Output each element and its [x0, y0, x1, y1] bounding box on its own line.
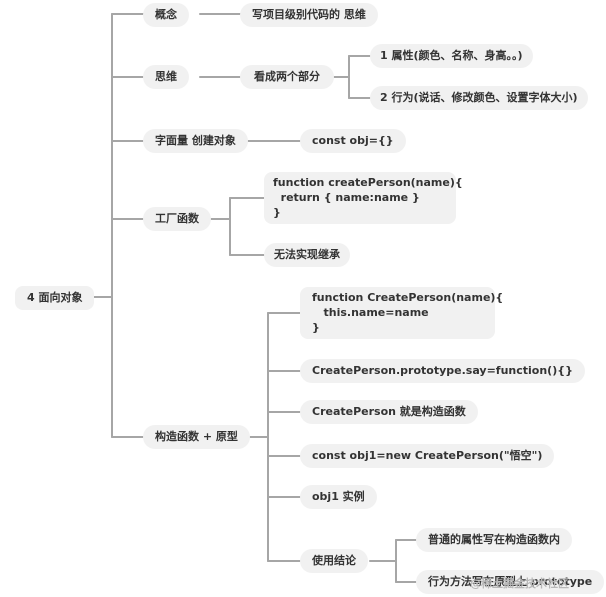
- attributes-node[interactable]: 1 属性(颜色、名称、身高。。): [370, 44, 533, 68]
- prototype-method-node[interactable]: CreatePerson.prototype.say=function(){}: [300, 359, 585, 383]
- conclusion-methods-node[interactable]: 行为方法写在原型上 prototype: [416, 570, 605, 594]
- ctor-node[interactable]: 构造函数 + 原型: [143, 425, 250, 449]
- watermark-text: @稀土掘金技术社区: [470, 577, 569, 590]
- conclusion-node[interactable]: 使用结论: [300, 549, 368, 573]
- literal-node[interactable]: 字面量 创建对象: [143, 129, 248, 153]
- conclusion-properties-node[interactable]: 普通的属性写在构造函数内: [416, 528, 572, 552]
- thinking-node[interactable]: 思维: [143, 65, 189, 89]
- factory-code-node[interactable]: function createPerson(name){ return { na…: [264, 172, 463, 224]
- literal-code-node[interactable]: const obj={}: [300, 129, 406, 153]
- behaviors-node[interactable]: 2 行为(说话、修改颜色、设置字体大小): [370, 86, 588, 110]
- new-instance-node[interactable]: const obj1=new CreatePerson("悟空"): [300, 444, 555, 468]
- is-constructor-node[interactable]: CreatePerson 就是构造函数: [300, 400, 478, 424]
- factory-node[interactable]: 工厂函数: [143, 207, 211, 231]
- concept-node[interactable]: 概念: [143, 3, 189, 27]
- concept-desc-node[interactable]: 写项目级别代码的 思维: [240, 3, 378, 27]
- instance-node[interactable]: obj1 实例: [300, 485, 377, 509]
- two-parts-node[interactable]: 看成两个部分: [240, 65, 334, 89]
- ctor-code-node[interactable]: function CreatePerson(name){ this.name=n…: [300, 287, 503, 339]
- no-inheritance-node[interactable]: 无法实现继承: [264, 243, 350, 267]
- root-node[interactable]: 4 面向对象: [15, 286, 95, 310]
